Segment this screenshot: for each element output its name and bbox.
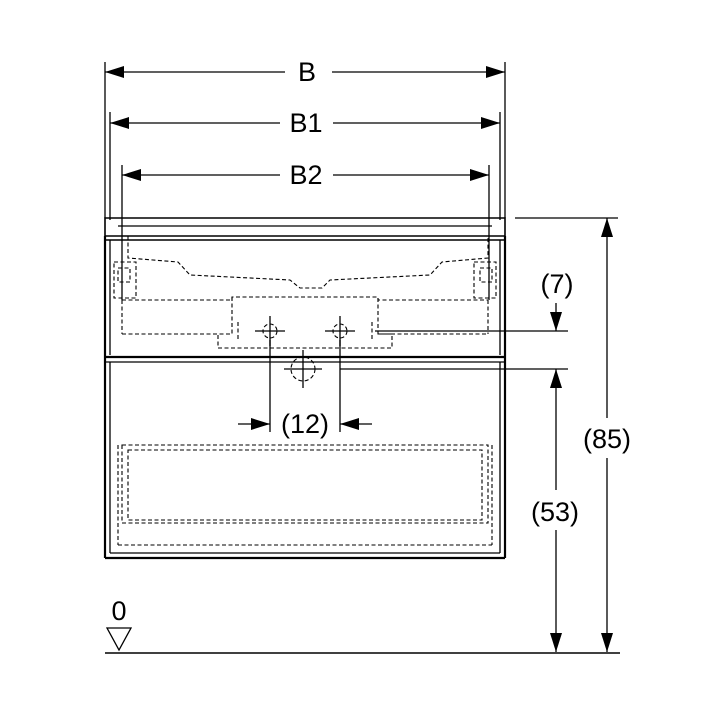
label-drain-height: (53) bbox=[531, 497, 579, 527]
label-b2: B2 bbox=[289, 160, 322, 190]
hidden-lines bbox=[113, 236, 497, 546]
dimension-b1: B1 bbox=[109, 108, 501, 220]
label-b: B bbox=[298, 57, 316, 87]
drain-connection bbox=[284, 350, 322, 388]
dimension-spacing: (12) bbox=[238, 340, 372, 439]
dimension-b2: B2 bbox=[121, 160, 490, 300]
label-spacing: (12) bbox=[281, 409, 329, 439]
level-marker-icon bbox=[105, 627, 133, 652]
label-floor-level: 0 bbox=[111, 596, 126, 626]
cabinet-outline bbox=[103, 217, 507, 560]
dimension-b: B bbox=[104, 57, 506, 218]
label-total-height: (85) bbox=[583, 424, 631, 454]
dimension-drain-height: (53) bbox=[531, 369, 579, 652]
dimension-total-height: (85) bbox=[515, 217, 631, 652]
label-b1: B1 bbox=[289, 108, 322, 138]
dimension-siphon-offset: (7) bbox=[340, 269, 574, 370]
floor-level: 0 bbox=[105, 596, 620, 654]
label-siphon-offset: (7) bbox=[541, 269, 574, 299]
